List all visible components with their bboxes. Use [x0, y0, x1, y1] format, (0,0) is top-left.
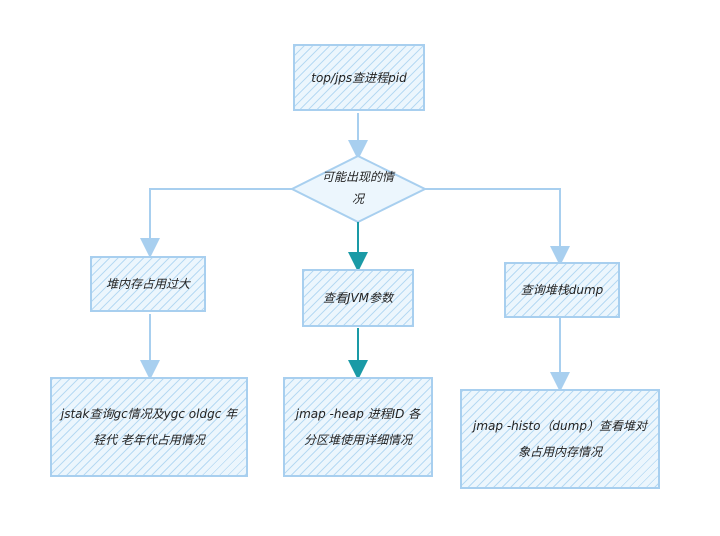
- result-left-node: jstak查询gc情况及ygc oldgc 年轻代 老年代占用情况: [50, 377, 248, 477]
- result-right-label: jmap -histo（dump）查看堆对象占用内存情况: [473, 419, 647, 459]
- decision-label: 可能出现的情况: [318, 166, 398, 210]
- branch-middle-node: 查看JVM参数: [302, 269, 414, 327]
- branch-right-label: 查询堆栈dump: [520, 283, 604, 297]
- branch-left-label: 堆内存占用过大: [105, 277, 190, 291]
- branch-right-node: 查询堆栈dump: [504, 262, 620, 318]
- start-node-label: top/jps查进程pid: [311, 70, 407, 85]
- result-left-label: jstak查询gc情况及ygc oldgc 年轻代 老年代占用情况: [60, 407, 238, 447]
- decision-label-text: 可能出现的情况: [321, 170, 394, 206]
- result-middle-node: jmap -heap 进程ID 各分区堆使用详细情况: [283, 377, 433, 477]
- start-node: top/jps查进程pid: [293, 44, 425, 111]
- arrow-decision-to-right: [425, 188, 570, 266]
- result-right-node: jmap -histo（dump）查看堆对象占用内存情况: [460, 389, 660, 489]
- branch-middle-label: 查看JVM参数: [322, 291, 394, 305]
- arrow-decision-to-left: [140, 188, 292, 258]
- branch-left-node: 堆内存占用过大: [90, 256, 206, 312]
- result-middle-label: jmap -heap 进程ID 各分区堆使用详细情况: [295, 407, 421, 447]
